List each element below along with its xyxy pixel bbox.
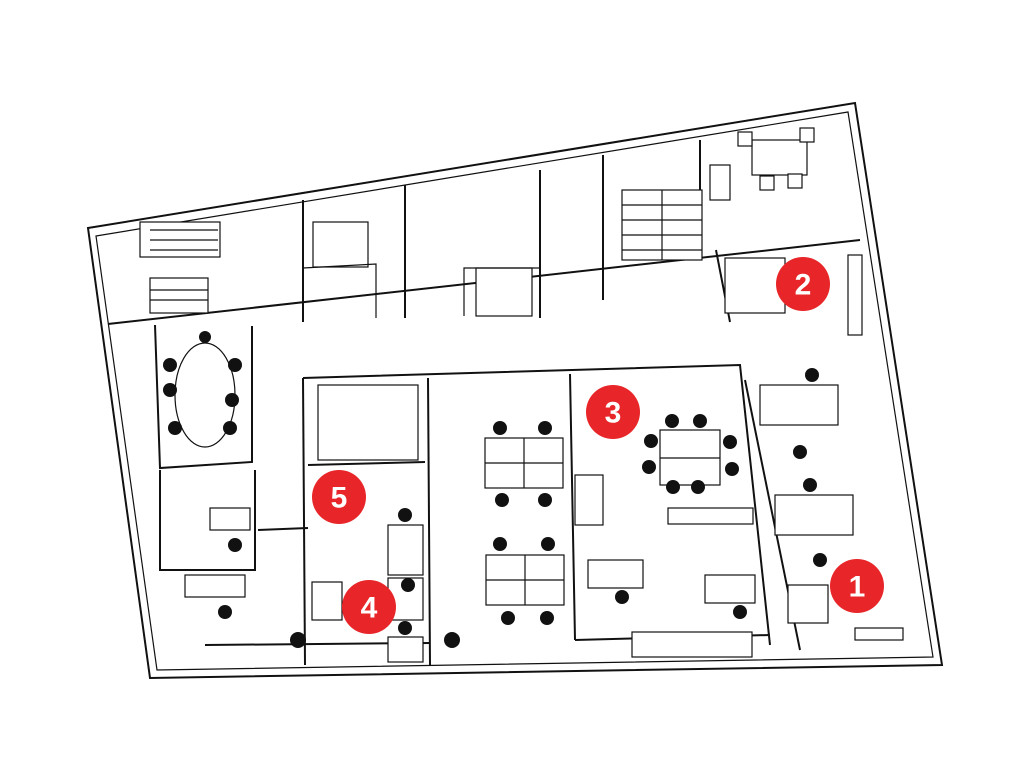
marker-2[interactable]: 2 bbox=[776, 257, 830, 311]
dining-table bbox=[737, 127, 815, 191]
meeting-table bbox=[642, 414, 739, 494]
cabinet bbox=[847, 254, 863, 336]
marker-label: 4 bbox=[361, 592, 378, 625]
kitchen-counter bbox=[709, 164, 731, 201]
desk bbox=[587, 559, 644, 589]
counter bbox=[631, 631, 753, 658]
marker-label: 5 bbox=[331, 482, 348, 515]
central-rooms bbox=[302, 363, 771, 666]
desk bbox=[704, 574, 756, 604]
bench bbox=[667, 507, 754, 525]
stairs bbox=[139, 221, 221, 314]
marker-5[interactable]: 5 bbox=[312, 470, 366, 524]
marker-label: 3 bbox=[605, 397, 622, 430]
stairs bbox=[621, 189, 703, 261]
meeting-room-left bbox=[154, 324, 253, 470]
marker-1[interactable]: 1 bbox=[830, 559, 884, 613]
top-rooms bbox=[107, 127, 863, 336]
right-offices bbox=[744, 368, 904, 651]
marker-4[interactable]: 4 bbox=[342, 580, 396, 634]
marker-label: 2 bbox=[795, 269, 812, 302]
desk-cluster bbox=[484, 421, 565, 625]
plant-icon bbox=[290, 632, 460, 648]
marker-label: 1 bbox=[849, 571, 866, 604]
marker-3[interactable]: 3 bbox=[586, 385, 640, 439]
outer-walls bbox=[86, 101, 944, 680]
office-2 bbox=[724, 257, 786, 314]
shelf-grid bbox=[574, 474, 604, 526]
